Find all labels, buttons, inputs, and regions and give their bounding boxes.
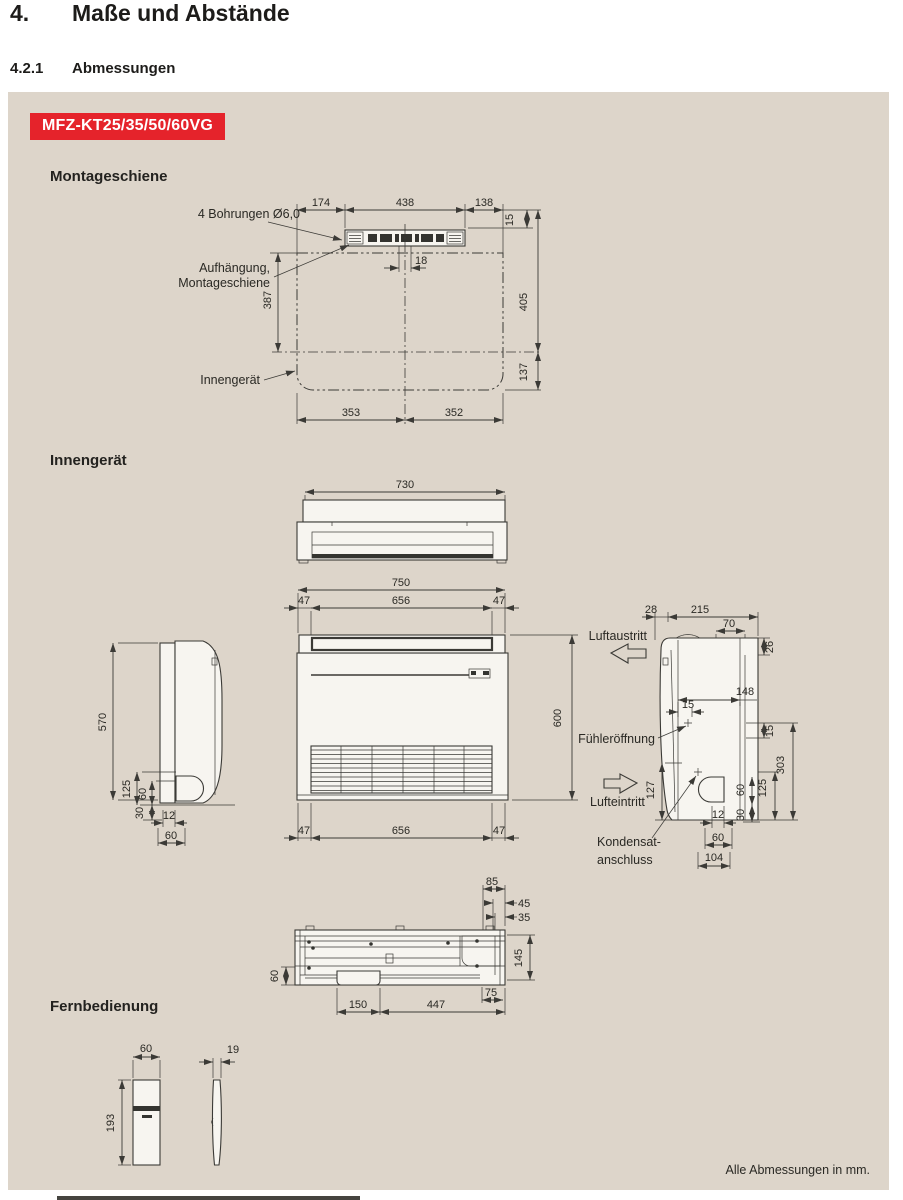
dim-75: 75 [485,987,497,999]
dim-352: 352 [445,407,463,419]
label-sensor-opening: Fühleröffnung [578,732,655,746]
subsection-number: 4.2.1 [10,60,44,77]
dim-47-top-left: 47 [298,595,310,607]
dim-193-remote: 193 [105,1114,117,1132]
page-title: Maße und Abstände [72,0,290,26]
dim-125-right: 125 [757,779,769,797]
mounting-rail-drawing: 174 438 138 15 18 [178,197,541,424]
indoor-unit-right-side-view: 28 215 70 26 Luftaustritt 148 15 [578,604,798,869]
heading-innengeraet: Innengerät [50,452,127,469]
dim-60-right: 60 [735,784,747,796]
dim-47-bottom-right: 47 [493,825,505,837]
dim-104: 104 [705,852,723,864]
screw-dots [307,939,479,970]
dim-12-right: 12 [712,809,724,821]
dimensions-note: Alle Abmessungen in mm. [725,1163,870,1177]
dim-30-left: 30 [134,807,146,819]
dim-600: 600 [552,709,564,727]
dim-60-bottomview: 60 [269,970,281,982]
indoor-unit-bottom-view: 85 45 35 145 [269,876,535,1015]
dim-12-left: 12 [163,810,175,822]
dim-60b-left: 60 [165,830,177,842]
dim-730: 730 [396,479,414,491]
dim-656-top: 656 [392,595,410,607]
indoor-unit-top-view: 730 [296,479,508,564]
dim-174: 174 [312,197,330,209]
dim-438: 438 [396,197,414,209]
technical-drawings: 174 438 138 15 18 [97,197,798,1166]
dim-353: 353 [342,407,360,419]
dim-28: 28 [645,604,657,616]
heading-montageschiene: Montageschiene [50,168,168,185]
dim-15-b: 15 [764,725,776,737]
dim-35: 35 [518,912,530,924]
label-indoor-unit: Innengerät [200,373,260,387]
dim-60-remote: 60 [140,1043,152,1055]
dim-750: 750 [392,577,410,589]
indoor-unit-left-side-view: 570 125 60 30 12 60 [97,640,235,846]
model-badge: MFZ-KT25/35/50/60VG [30,113,225,140]
label-holes: 4 Bohrungen Ø6,0 [198,207,300,221]
dim-138: 138 [475,197,493,209]
dim-215: 215 [691,604,709,616]
dim-47-bottom-left: 47 [298,825,310,837]
arrow-left-icon [609,643,647,664]
label-air-inlet: Lufteintritt [590,795,645,809]
dim-30-right: 30 [735,809,747,821]
dim-150: 150 [349,999,367,1011]
dim-125-left: 125 [121,780,133,798]
dim-45: 45 [518,898,530,910]
label-hanger-1: Aufhängung, [199,261,270,275]
dim-15: 15 [504,214,516,226]
dim-19-remote: 19 [227,1044,239,1056]
dim-447: 447 [427,999,445,1011]
indoor-unit-front-view: 750 47 656 47 600 [284,577,578,841]
dim-18: 18 [415,255,427,267]
remote-control-drawing: 60 193 19 [105,1043,239,1166]
heading-fernbedienung: Fernbedienung [50,998,159,1015]
dim-26: 26 [764,641,776,653]
page-bottom-bar [57,1196,360,1200]
dim-137: 137 [518,363,530,381]
dim-15-a: 15 [682,699,694,711]
dim-47-top-right: 47 [493,595,505,607]
dim-70: 70 [723,618,735,630]
dim-127: 127 [645,781,657,799]
label-drain-2: anschluss [597,853,653,867]
label-hanger-2: Montageschiene [178,276,270,290]
dim-60b-right: 60 [712,832,724,844]
dim-303: 303 [775,756,787,774]
label-air-outlet: Luftaustritt [589,629,648,643]
section-number: 4. [10,0,30,26]
dim-60-left: 60 [137,788,149,800]
rail-slots [368,234,444,242]
dim-656-bottom: 656 [392,825,410,837]
dim-85: 85 [486,876,498,888]
label-drain-1: Kondensat- [597,835,661,849]
dim-145: 145 [513,949,525,967]
subsection-title: Abmessungen [72,60,176,77]
dim-387: 387 [262,291,274,309]
dim-148: 148 [736,686,754,698]
dim-570: 570 [97,713,109,731]
dim-405: 405 [518,293,530,311]
arrow-right-icon [603,773,639,794]
